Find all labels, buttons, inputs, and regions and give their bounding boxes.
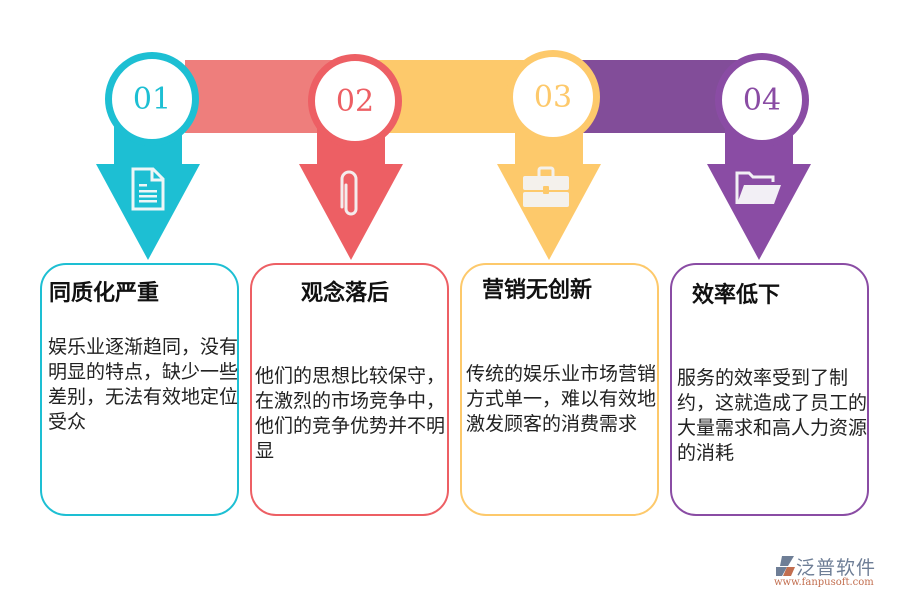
- step-3-number: 03: [533, 79, 573, 115]
- card-3: 营销无创新 传统的娱乐业市场营销方式单一，难以有效地激发顾客的消费需求: [460, 263, 659, 516]
- brand-logo: 泛普软件 www.fanpusoft.com: [770, 553, 890, 593]
- logo-url: www.fanpusoft.com: [774, 577, 874, 588]
- card-4: 效率低下 服务的效率受到了制约，这就造成了员工的大量需求和高人力资源的消耗: [670, 263, 869, 516]
- step-3-badge: 03: [506, 50, 600, 144]
- paperclip-icon: [340, 170, 358, 216]
- card-2-title: 观念落后: [301, 281, 390, 306]
- step-1-arrow: [96, 164, 200, 260]
- card-3-title: 营销无创新: [482, 278, 593, 303]
- logo-mark-icon: [776, 556, 795, 576]
- step-4-arrow: [707, 164, 811, 260]
- step-1-badge: 01: [105, 52, 199, 146]
- step-1-number: 01: [132, 81, 172, 117]
- step-2-arrow: [299, 164, 403, 260]
- card-4-title: 效率低下: [692, 283, 781, 308]
- card-3-body: 传统的娱乐业市场营销方式单一，难以有效地激发顾客的消费需求: [466, 363, 657, 435]
- card-1-title: 同质化严重: [49, 281, 160, 306]
- briefcase-icon: [523, 166, 569, 207]
- card-1: 同质化严重 娱乐业逐渐趋同，没有明显的特点，缺少一些差别，无法有效地定位受众: [40, 263, 239, 516]
- step-4-number: 04: [742, 82, 782, 118]
- card-2-body: 他们的思想比较保守，在激烈的市场竞争中，他们的竞争优势并不明显: [255, 365, 446, 462]
- logo-name: 泛普软件: [796, 557, 877, 579]
- step-4-badge: 04: [715, 53, 809, 147]
- card-4-body: 服务的效率受到了制约，这就造成了员工的大量需求和高人力资源的消耗: [677, 367, 868, 464]
- document-icon: [131, 167, 165, 211]
- step-2-number: 02: [335, 83, 375, 119]
- card-2: 观念落后 他们的思想比较保守，在激烈的市场竞争中，他们的竞争优势并不明显: [250, 263, 449, 516]
- step-2-badge: 02: [308, 54, 402, 148]
- folder-icon: [735, 171, 781, 204]
- card-1-body: 娱乐业逐渐趋同，没有明显的特点，缺少一些差别，无法有效地定位受众: [48, 336, 239, 433]
